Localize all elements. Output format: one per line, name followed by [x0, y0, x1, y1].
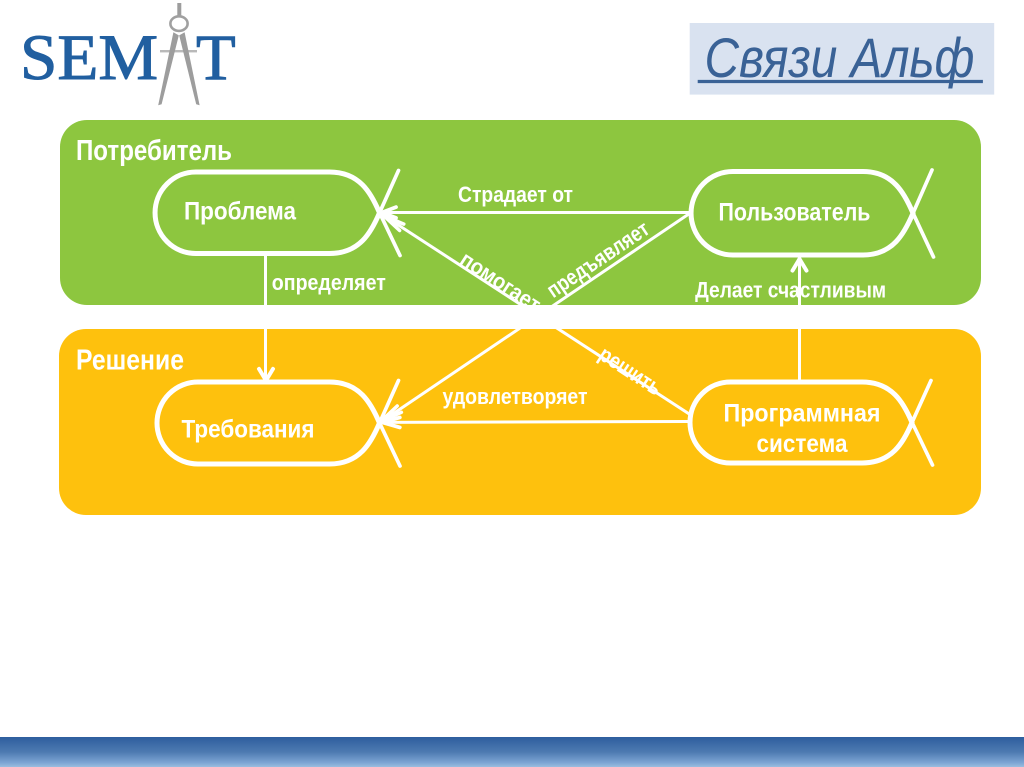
- svg-text:Решение: Решение: [76, 345, 184, 377]
- svg-text:Связи Альф: Связи Альф: [705, 26, 975, 89]
- svg-text:удовлетворяет: удовлетворяет: [443, 384, 588, 409]
- svg-text:Программная: Программная: [724, 399, 881, 427]
- svg-text:SEM: SEM: [20, 22, 158, 94]
- svg-text:Делает счастливым: Делает счастливым: [695, 278, 886, 303]
- svg-text:Пользователь: Пользователь: [719, 199, 871, 227]
- svg-text:Страдает от: Страдает от: [458, 182, 573, 207]
- svg-text:Требования: Требования: [182, 415, 315, 443]
- svg-text:определяет: определяет: [272, 270, 386, 295]
- svg-text:Потребитель: Потребитель: [76, 135, 232, 167]
- svg-text:T: T: [196, 22, 236, 94]
- svg-text:Проблема: Проблема: [184, 198, 297, 226]
- svg-text:система: система: [757, 430, 849, 458]
